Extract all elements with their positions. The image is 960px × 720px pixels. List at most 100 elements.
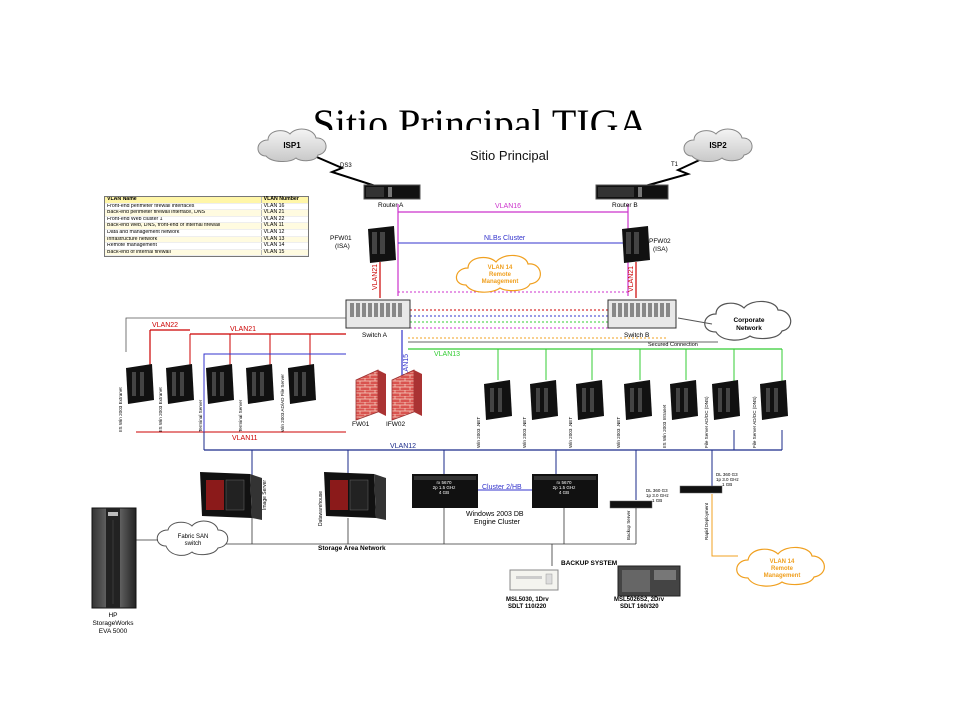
left-server-label: Terminal Server [238,399,243,432]
vlan12-label: VLAN12 [390,443,416,450]
fw01-firewall: FW01 [352,369,386,428]
vlan-table-row: Front-end Web cluster 1 VLAN 22 [105,216,308,224]
pfw02-line1: PFW02 [649,238,671,245]
right-server-label: Win 2003 .NET [568,417,573,448]
vlan15-label: VLAN15 [403,354,410,380]
vlan-table-cell: VLAN 16 [260,203,308,210]
isp2-cloud: ISP2 [683,128,753,162]
vlan-table-cell: Remote management [107,243,157,249]
image-server-label: Image Server [262,480,268,510]
vlan13-label: VLAN13 [434,351,460,358]
left-server-1: IIS Win 2003 Extranet [118,364,154,432]
db2-spec-line3: 4 GB [559,490,569,495]
vlan-table-cell: VLAN 12 [260,229,308,236]
dl360-top-line2: 1p 3.0 GHz [716,477,740,482]
vlan21-left-label: VLAN21 [372,264,379,290]
san-label: Storage Area Network [318,545,386,552]
vlan-table-cell: VLAN 14 [260,243,308,249]
vlan-table-row: Back-end Web, DNS, front-end of internal… [105,223,308,230]
servers-right-group: Win 2003 .NET Win 2003 .NET Win 2003 .NET W… [476,380,788,448]
router-b-label: Router B [612,202,638,209]
cluster-hb-label: Cluster 2/HB [482,484,522,491]
pfw02-server: PFW02 (ISA) [622,226,671,263]
left-server-3: Terminal Server [198,364,234,432]
vlan16-label: VLAN16 [495,203,521,210]
remote-bottom-line3: Management [764,573,801,579]
dl360-line1: DL 360 G3 [646,488,668,493]
vlan22-label: VLAN22 [152,322,178,329]
right-server-label: Win 2003 .NET [522,417,527,448]
vlan-table-header: VLAN Name VLAN Number [105,196,308,204]
rapid-deployment-server: DL 360 G3 1p 3.0 GHz 1 GB Rapid Deployme… [679,472,740,540]
vlan-table-row: Back-end perimeter firewall interface, D… [105,210,308,217]
msl5026-line2: SDLT 160/320 [620,604,659,610]
t1-label: T1 [671,162,679,168]
dl360-line3: 1 GB [652,498,662,503]
vlan21-right-label: VLAN21 [628,266,635,292]
image-server: Image Server [200,472,268,520]
switch-b-label: Switch B [624,332,649,339]
vlan22-uplink [125,317,346,352]
vlan-table-cell: VLAN 15 [260,249,308,256]
right-server-1: Win 2003 .NET [476,380,512,448]
vlan-table: VLAN Name VLAN Number Front-end perimete… [104,196,309,258]
isp2-label: ISP2 [709,141,727,150]
left-server-label: IIS Win 2003 Extranet [118,387,123,432]
eva-storage: HP StorageWorks EVA 5000 [91,507,137,635]
right-server-label: Win 2003 .NET [476,417,481,448]
fw01-label: FW01 [352,421,370,428]
right-server-label: File Server AD/DC (DNS) [704,396,709,448]
switch-b: Switch B [607,299,677,339]
msl5026-line1: MSL5026S2, 2Drv [614,597,665,603]
msl5030-line2: SDLT 110/220 [508,604,547,610]
secured-connection-label: Secured Connection [648,342,698,348]
backup-system-label: BACKUP SYSTEM [561,560,617,567]
vlan-table-header-number: VLAN Number [260,196,308,203]
eva-line3: EVA 5000 [99,628,128,635]
vlan-table-cell: Data and management network [107,229,180,235]
db1-spec-line1: rx 5670 [436,480,452,485]
switch-a-label: Switch A [362,332,388,339]
msl5030-library: MSL5030, 1Drv SDLT 110/220 [506,569,559,610]
isp1-label: ISP1 [283,141,301,150]
msl5026-library: MSL5026S2, 2Drv SDLT 160/320 [614,565,681,610]
corporate-line2: Network [736,325,762,332]
ifw02-label: IFW02 [386,421,406,428]
vlan-table-cell: VLAN 22 [260,216,308,223]
router-b: Router B [595,184,669,209]
pfw01-line1: PFW01 [330,235,352,242]
left-server-label: Win 2003 AD/AD File Server [280,374,285,432]
remote-top-line3: Management [482,279,519,285]
vlan-table-row: Remote management VLAN 14 [105,243,308,250]
datawarehouse-server: Datawarehouse [318,472,386,526]
right-server-4: Win 2003 .NET [616,380,652,448]
remote-top-line2: Remote [489,272,512,278]
page-title: Sitio Principal TIGA [312,101,648,132]
vlan-table-cell: Back-end Web, DNS, front-end of internal… [107,223,221,229]
right-server-2: Win 2003 .NET [522,380,558,448]
rapid-remote-link [711,494,738,557]
left-server-2: IIS Win 2003 Extranet [158,364,194,432]
right-server-label: File Server AD/DC (DNS) [752,396,757,448]
left-server-label: IIS Win 2003 Extranet [158,387,163,432]
page-subtitle: Sitio Principal [470,148,549,163]
dl360-top-line3: 1 GB [722,482,732,487]
remote-management-cloud-bottom: VLAN 14 Remote Management [736,546,825,587]
right-server-3: Win 2003 .NET [568,380,604,448]
switch-a: Switch A [345,299,411,339]
remote-bottom-line1: VLAN 14 [770,559,795,565]
corporate-network-cloud: Corporate Network [704,300,792,341]
left-server-4: Terminal Server [238,364,274,432]
dl360-line2: 1p 3.0 GHz [646,493,670,498]
remote-bottom-line2: Remote [771,566,794,572]
nlbs-label: NLBs Cluster [484,235,526,242]
ds3-label: DS3 [340,163,352,169]
db2-spec-line1: rx 5670 [556,480,572,485]
vlan-table-row: Data and management network VLAN 12 [105,229,308,237]
db2-spec-line2: 2p 1.5 GHz [553,485,577,490]
servers-left-group: IIS Win 2003 Extranet IIS Win 2003 Extran… [118,364,316,432]
vlan-table-cell: Front-end Web cluster 1 [107,216,163,222]
pfw02-line2: (ISA) [653,246,668,253]
